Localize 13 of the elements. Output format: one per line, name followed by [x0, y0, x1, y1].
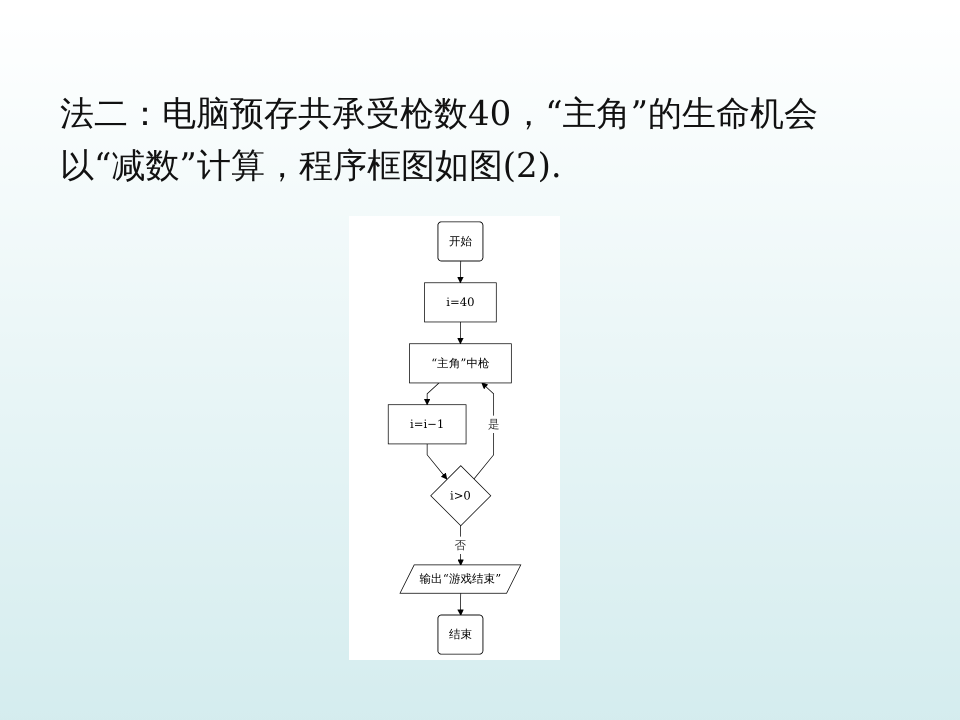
edge-label: 否: [454, 538, 466, 552]
arrow: [457, 261, 464, 284]
description-text: 法二：电脑预存共承受枪数40，“主角”的生命机会以“减数”计算，程序框图如图(2).: [60, 94, 818, 186]
arrow: [457, 593, 464, 616]
arrow: [457, 322, 464, 344]
node-diamond: i>0: [430, 465, 492, 526]
node-box: i=i−1: [388, 404, 466, 444]
node-box: “主角”中枪: [409, 343, 512, 384]
node-box: i=40: [424, 282, 497, 322]
arrow: [474, 382, 494, 480]
edge-label: 是: [488, 417, 500, 431]
arrow: [426, 444, 448, 480]
arrow: [424, 382, 440, 405]
